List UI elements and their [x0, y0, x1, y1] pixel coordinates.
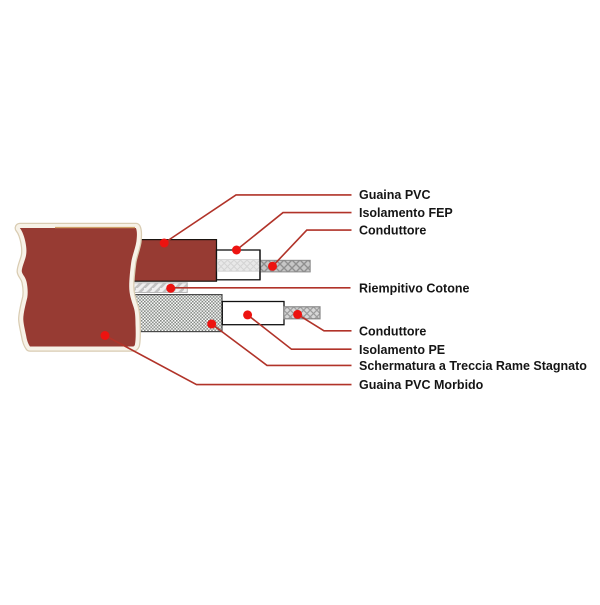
svg-text:Guaina PVC: Guaina PVC — [359, 188, 431, 202]
svg-text:Schermatura a Treccia Rame Sta: Schermatura a Treccia Rame Stagnato — [359, 359, 587, 373]
svg-text:Conduttore: Conduttore — [359, 224, 426, 238]
svg-text:Isolamento PE: Isolamento PE — [359, 343, 445, 357]
svg-text:Guaina PVC Morbido: Guaina PVC Morbido — [359, 378, 484, 392]
svg-text:Riempitivo Cotone: Riempitivo Cotone — [359, 281, 469, 295]
svg-text:Isolamento FEP: Isolamento FEP — [359, 206, 453, 220]
svg-text:Conduttore: Conduttore — [359, 324, 426, 338]
